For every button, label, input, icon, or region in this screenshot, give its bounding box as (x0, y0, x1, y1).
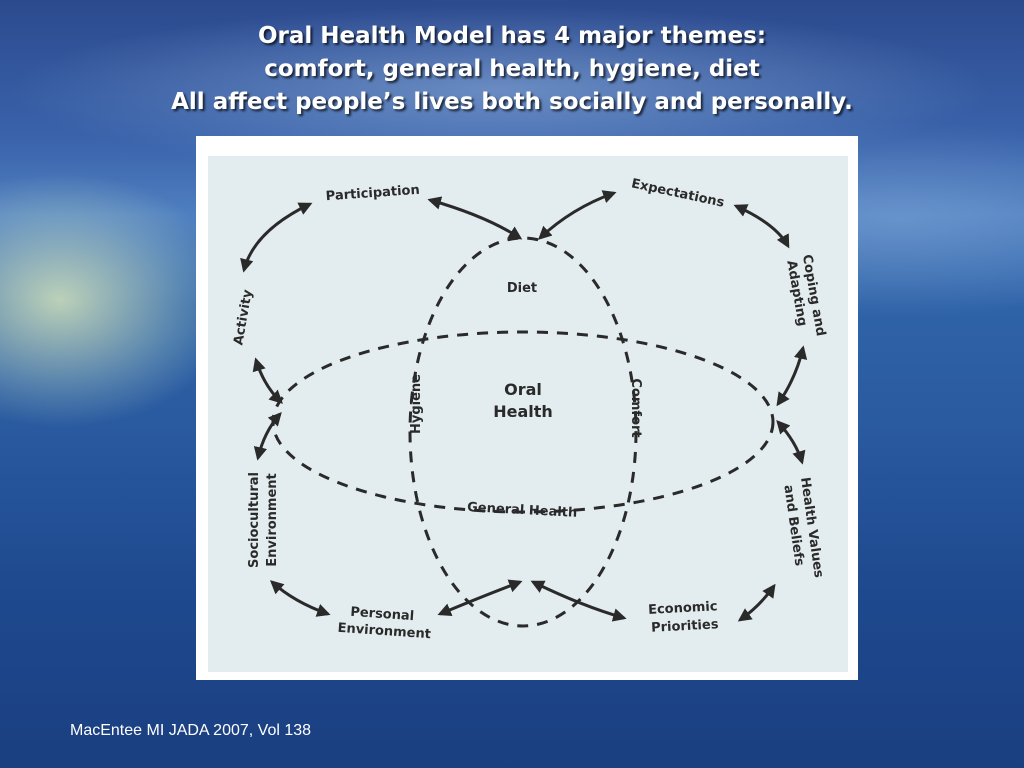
label-economic-line-1: Economic (648, 599, 718, 618)
theme-label-general-health: General Health (467, 500, 578, 521)
vertical-dashed-ellipse (408, 236, 638, 628)
label-personal-line-1: Personal (350, 605, 415, 624)
label-personal-line-2: Environment (337, 621, 431, 642)
oral-health-model-figure: Oral Health Diet Hygiene Comfort General… (196, 136, 858, 680)
arrow-economic-center (530, 580, 627, 622)
citation: MacEntee MI JADA 2007, Vol 138 (70, 722, 312, 739)
arrow-expectations-coping (733, 204, 790, 249)
arrow-coping-right (776, 345, 808, 407)
label-sociocultural-line-1: Sociocultural (247, 472, 262, 568)
oral-health-model-diagram: Oral Health Diet Hygiene Comfort General… (208, 156, 848, 672)
slide-title: Oral Health Model has 4 major themes: co… (0, 20, 1024, 119)
arrow-sociocultural-left (253, 411, 282, 461)
label-economic-line-2: Priorities (651, 617, 719, 636)
label-participation: Participation (325, 183, 420, 205)
arrow-health-values-economic (737, 583, 776, 622)
title-line-1: Oral Health Model has 4 major themes: (257, 23, 767, 49)
title-line-3: All affect people’s lives both socially … (171, 89, 853, 115)
arrow-center-expectations (538, 190, 617, 240)
arrow-center-personal (437, 579, 523, 617)
theme-label-comfort: Comfort (628, 378, 643, 437)
center-label-line-2: Health (493, 402, 553, 421)
arrow-participation-center (427, 196, 523, 240)
theme-label-hygiene: Hygiene (409, 374, 424, 434)
arrow-personal-sociocultural (270, 580, 331, 617)
label-sociocultural-line-2: Environment (265, 473, 280, 567)
title-line-2: comfort, general health, hygiene, diet (264, 56, 760, 82)
theme-label-diet: Diet (507, 281, 537, 296)
arrow-right-health-values (776, 419, 806, 465)
arrow-left-activity (252, 357, 283, 404)
arrow-participation-activity (240, 202, 313, 273)
center-label-line-1: Oral (504, 380, 542, 399)
